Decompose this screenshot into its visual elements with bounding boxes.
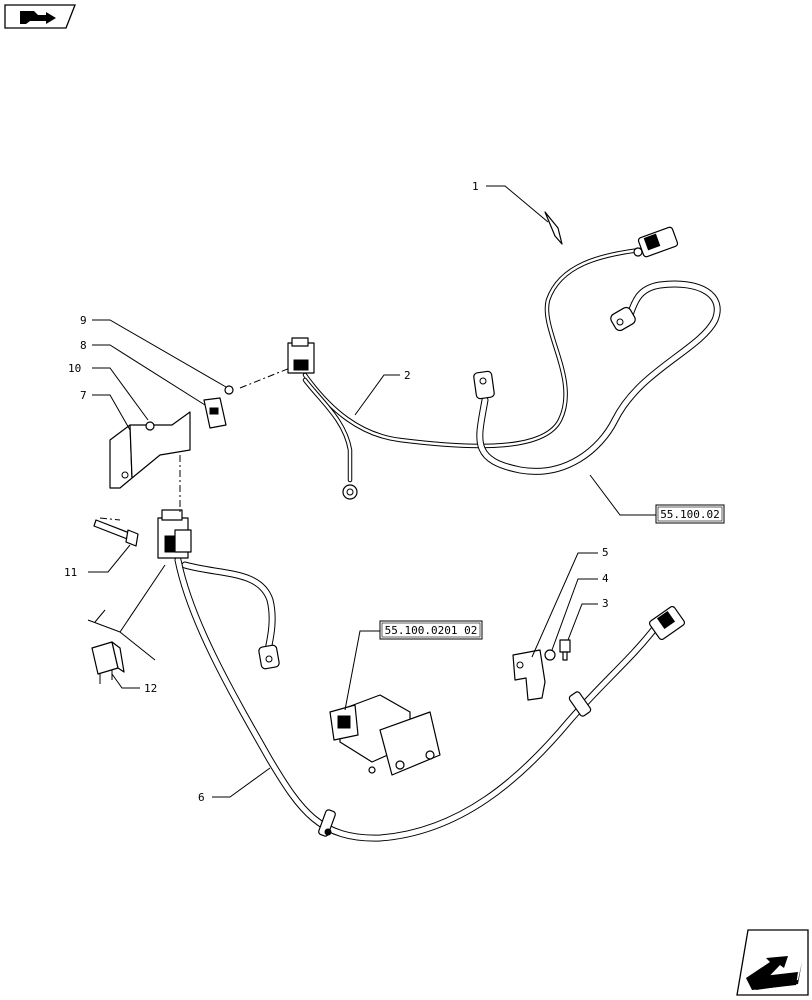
nut bbox=[145, 421, 155, 431]
harness-connector-lower bbox=[648, 605, 686, 641]
fuse-holder-connector bbox=[287, 337, 315, 374]
harness-connector bbox=[633, 226, 679, 258]
callout-10: 10 bbox=[68, 362, 81, 375]
callout-12: 12 bbox=[144, 682, 157, 695]
callout-7: 7 bbox=[80, 389, 87, 402]
bracket-assembly bbox=[93, 367, 291, 547]
sheathed-battery-cable bbox=[473, 280, 721, 475]
callout-8: 8 bbox=[80, 339, 87, 352]
callout-4: 4 bbox=[602, 572, 609, 585]
reference-box-55-100-0201-02[interactable]: 55.100.0201 02 bbox=[379, 620, 483, 640]
cable-tie bbox=[318, 809, 336, 837]
mounting-bracket bbox=[109, 424, 133, 489]
back-arrow-icon[interactable] bbox=[4, 4, 76, 29]
side-bracket-assembly bbox=[512, 639, 571, 701]
callout-3: 3 bbox=[602, 597, 609, 610]
reference-label-55-100-0201-02: 55.100.0201 02 bbox=[385, 624, 478, 637]
upper-harness-assembly bbox=[287, 226, 679, 500]
fuse bbox=[87, 564, 166, 684]
cable-marker bbox=[544, 211, 563, 245]
callout-2: 2 bbox=[404, 369, 411, 382]
reference-box-55-100-02[interactable]: 55.100.02 bbox=[655, 504, 725, 524]
callout-6: 6 bbox=[198, 791, 205, 804]
battery-disconnect-switch bbox=[329, 694, 441, 776]
bolt bbox=[93, 519, 139, 547]
screw bbox=[224, 385, 234, 395]
callout-1: 1 bbox=[472, 180, 479, 193]
callout-11: 11 bbox=[64, 566, 77, 579]
side-bracket bbox=[512, 649, 546, 701]
fuse-holder-lower bbox=[157, 509, 192, 559]
callout-9: 9 bbox=[80, 314, 87, 327]
washer bbox=[544, 649, 556, 661]
next-page-arrow-icon[interactable] bbox=[736, 929, 809, 996]
leader-lines bbox=[88, 185, 656, 798]
callout-5: 5 bbox=[602, 546, 609, 559]
reference-label-55-100-02: 55.100.02 bbox=[660, 508, 720, 521]
screw-small bbox=[559, 639, 571, 661]
lower-harness-assembly bbox=[157, 509, 686, 842]
